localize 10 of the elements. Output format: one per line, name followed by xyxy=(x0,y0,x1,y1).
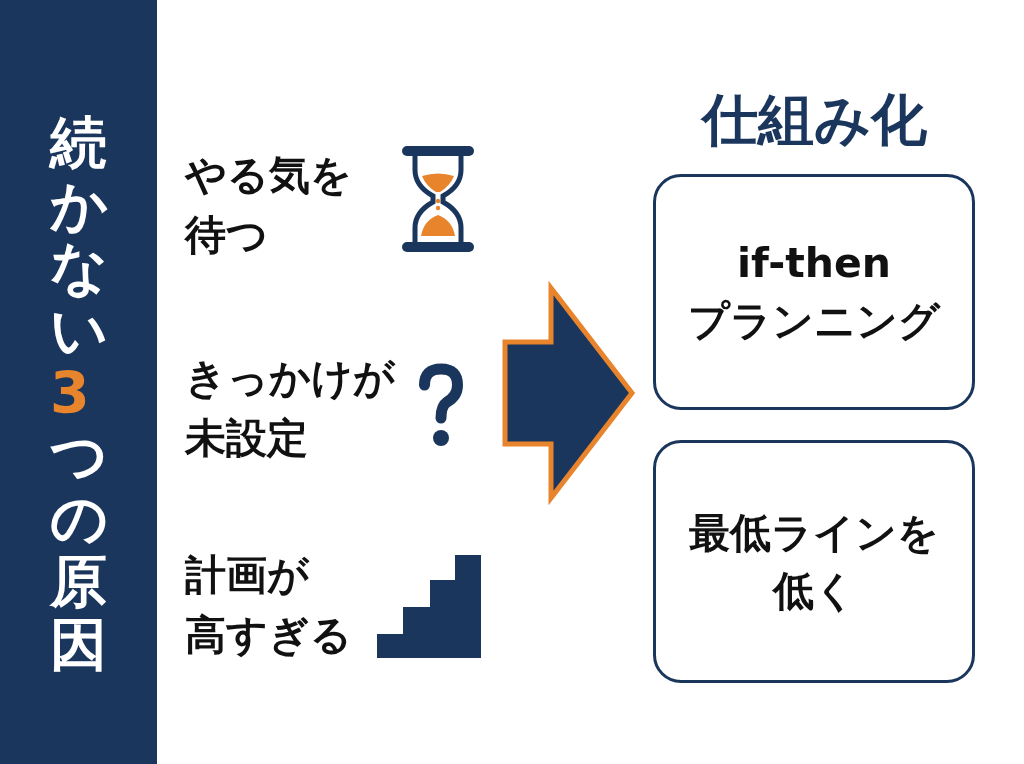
cause-text: きっかけが未設定 xyxy=(185,353,395,464)
solution-box xyxy=(653,174,975,410)
cause-text: 計画が高すぎる xyxy=(185,550,352,661)
vertical-title: 続かない3つの原因 xyxy=(50,111,107,676)
cause-text: やる気を待つ xyxy=(185,150,352,261)
column-heading: 仕組み化 xyxy=(701,86,927,154)
title-band xyxy=(0,0,157,764)
solution-box xyxy=(653,440,975,683)
solution-text: if-then プランニング xyxy=(688,238,940,347)
solution-text: 最低ラインを低く xyxy=(689,507,939,617)
